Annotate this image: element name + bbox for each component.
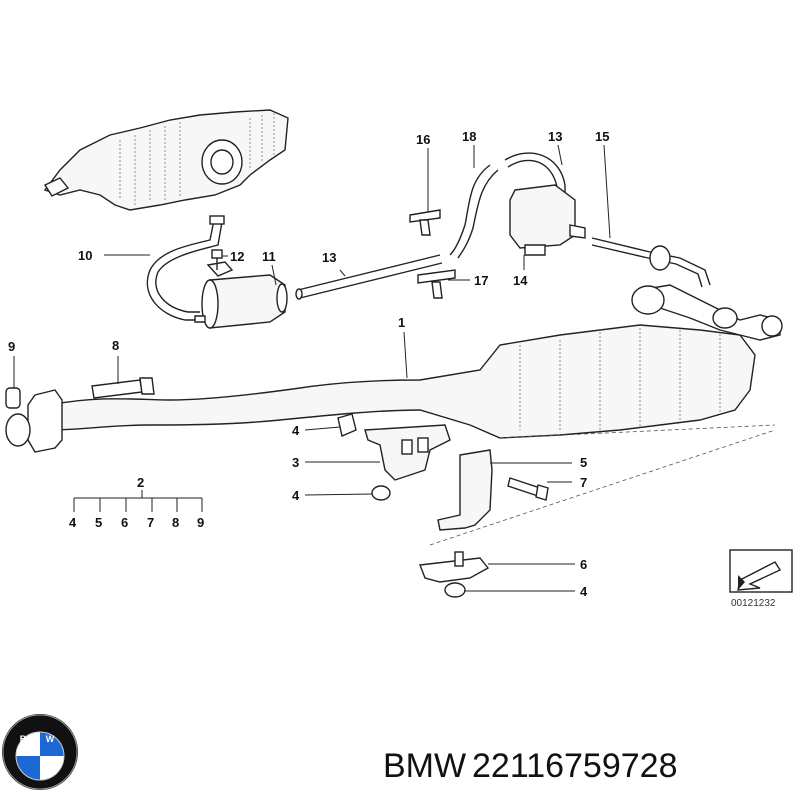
logo-lettering: BMW	[20, 734, 61, 744]
drawing-reference-box	[729, 549, 793, 593]
callout-4-middle: 4	[292, 488, 300, 503]
callout-5: 5	[580, 455, 587, 470]
clamp-6	[419, 551, 490, 583]
bmw-logo-icon: BMW	[2, 714, 78, 790]
part-number: 22116759728	[472, 747, 677, 785]
kit-number: 7	[147, 515, 154, 530]
bolt-7	[507, 477, 549, 501]
flange-9	[5, 387, 63, 453]
kit-number: 6	[121, 515, 128, 530]
kit-number: 8	[172, 515, 179, 530]
brand-name: BMW	[383, 747, 466, 785]
callout-2: 2	[137, 475, 144, 490]
callout-1: 1	[398, 315, 405, 330]
callout-13-middle: 13	[322, 250, 336, 265]
bolt-8	[91, 377, 155, 399]
kit-number: 9	[197, 515, 204, 530]
callout-14: 14	[513, 273, 528, 288]
vacuum-reservoir-11	[194, 261, 288, 329]
t-connector-16	[409, 209, 441, 236]
callout-4-upper: 4	[292, 423, 300, 438]
hose-18	[449, 164, 499, 259]
callout-16: 16	[416, 132, 430, 147]
kit-number: 5	[95, 515, 102, 530]
rubber-mount-4-middle	[371, 485, 391, 501]
exhaust-muffler-1	[49, 284, 783, 439]
rubber-mount-4-lower	[444, 582, 466, 598]
t-connector-17	[417, 269, 456, 299]
kit-number: 4	[69, 515, 77, 530]
callout-15: 15	[595, 129, 609, 144]
ground-reference-lines	[429, 424, 776, 546]
callout-10: 10	[78, 248, 92, 263]
rubber-mount-4-upper	[337, 413, 357, 437]
callout-13-top: 13	[548, 129, 562, 144]
bracket-5	[437, 449, 493, 531]
callout-6: 6	[580, 557, 587, 572]
callout-17: 17	[474, 273, 488, 288]
callout-3: 3	[292, 455, 299, 470]
vacuum-line-15	[591, 237, 711, 288]
intake-manifold	[43, 109, 289, 211]
arrow-icon	[738, 575, 745, 590]
drawing-id: 00121232	[731, 598, 776, 609]
callout-18: 18	[462, 129, 476, 144]
hose-13-middle	[295, 254, 443, 300]
callout-11: 11	[262, 249, 276, 264]
callout-7: 7	[580, 475, 587, 490]
screw-12	[211, 249, 223, 270]
vacuum-valve-14	[509, 184, 586, 256]
hose-10	[146, 215, 225, 321]
callout-4-lower: 4	[580, 584, 588, 599]
leader-lines	[13, 144, 611, 592]
kit-bracket-2	[73, 490, 203, 512]
callout-8: 8	[112, 338, 119, 353]
hanger-bracket-3	[364, 424, 451, 481]
callout-12: 12	[230, 249, 244, 264]
callout-9: 9	[8, 339, 15, 354]
